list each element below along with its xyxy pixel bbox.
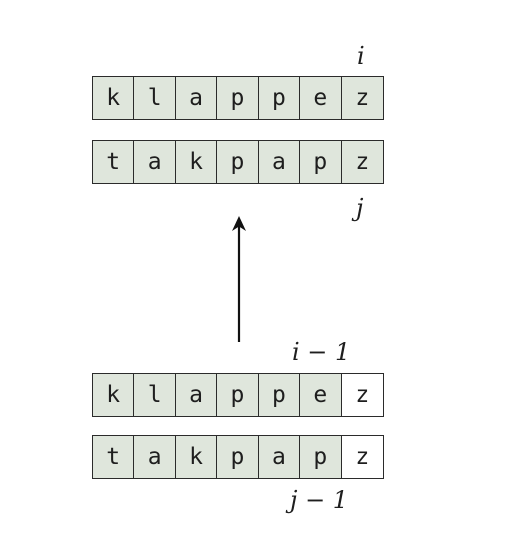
char-cell: z xyxy=(341,77,383,119)
top-string-row-i: k l a p p e z xyxy=(92,76,384,120)
char-cell: k xyxy=(93,77,135,119)
char-cell: e xyxy=(300,374,342,416)
char-cell: z xyxy=(341,141,383,183)
char-cell-unmatched: z xyxy=(341,374,383,416)
char-cell: p xyxy=(217,374,259,416)
char-cell: t xyxy=(93,141,135,183)
char-cell: p xyxy=(217,77,259,119)
bottom-string-row-j: t a k p a p z xyxy=(92,435,384,479)
char-cell: a xyxy=(175,374,218,416)
index-label-i: i xyxy=(357,42,365,70)
char-cell: t xyxy=(93,436,135,478)
char-cell: k xyxy=(93,374,135,416)
char-cell: a xyxy=(258,436,301,478)
char-cell: a xyxy=(134,436,176,478)
char-cell: k xyxy=(175,436,218,478)
char-cell: p xyxy=(258,374,301,416)
char-cell: l xyxy=(134,374,176,416)
char-cell-unmatched: z xyxy=(341,436,383,478)
char-cell: p xyxy=(258,77,301,119)
top-string-row-j: t a k p a p z xyxy=(92,140,384,184)
char-cell: p xyxy=(300,141,342,183)
char-cell: p xyxy=(217,141,259,183)
char-cell: a xyxy=(258,141,301,183)
char-cell: l xyxy=(134,77,176,119)
index-label-i-minus-1: i − 1 xyxy=(292,338,351,366)
char-cell: p xyxy=(300,436,342,478)
up-arrow-icon xyxy=(232,216,246,342)
char-cell: a xyxy=(175,77,218,119)
char-cell: e xyxy=(300,77,342,119)
char-cell: k xyxy=(175,141,218,183)
index-label-j: j xyxy=(356,194,364,222)
char-cell: a xyxy=(134,141,176,183)
index-label-j-minus-1: j − 1 xyxy=(290,486,349,514)
bottom-string-row-i: k l a p p e z xyxy=(92,373,384,417)
char-cell: p xyxy=(217,436,259,478)
